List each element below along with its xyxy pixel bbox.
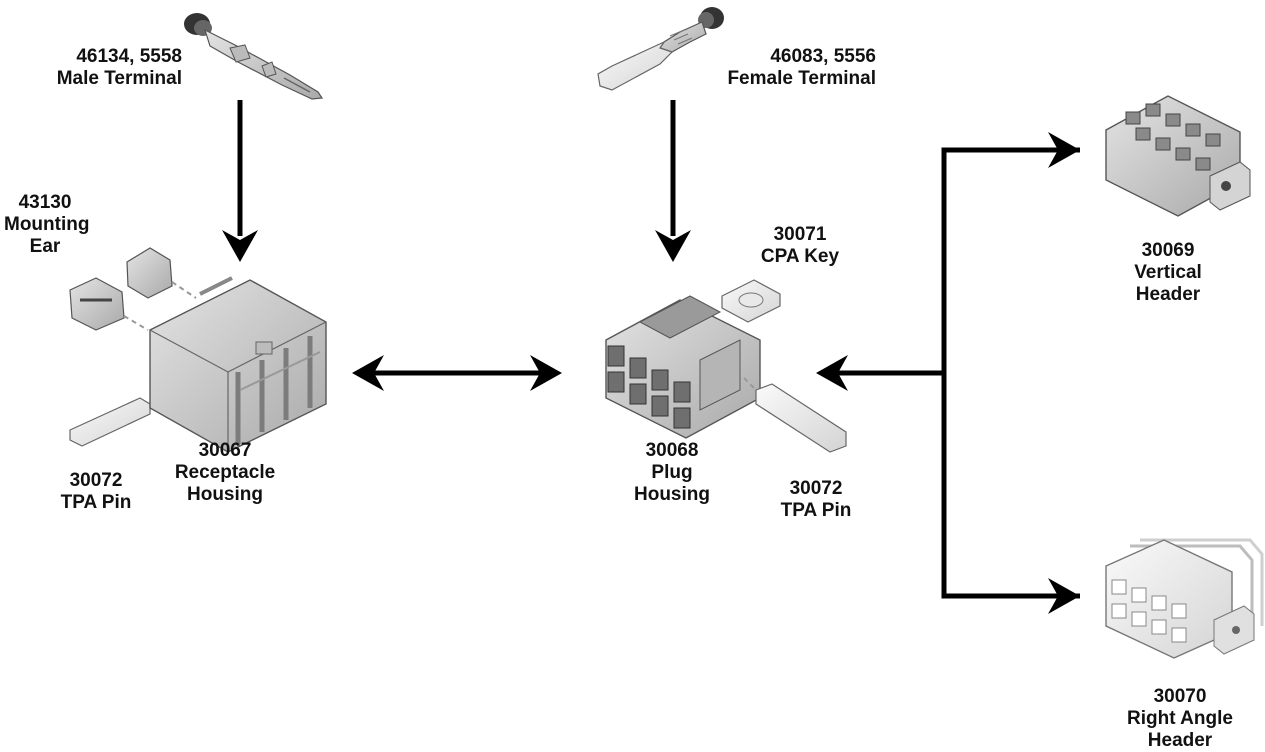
cpa-key-part xyxy=(721,279,781,323)
male-terminal-name: Male Terminal xyxy=(56,68,182,89)
tpa-pin-left-name: TPA Pin xyxy=(60,492,132,513)
arrow-receptacle-plug-double xyxy=(352,355,562,391)
female-terminal-part-number: 46083, 5556 xyxy=(770,46,876,67)
male-terminal-label: 46134, 5558 Male Terminal xyxy=(20,46,182,90)
right-angle-header-part xyxy=(1105,538,1264,659)
mounting-ear-name-1: Mounting xyxy=(4,214,90,235)
mounting-ear-part xyxy=(69,247,197,331)
mounting-ear-name-2: Ear xyxy=(29,236,61,257)
mounting-ear-label: 43130 Mounting Ear xyxy=(4,192,90,258)
plug-housing-label: 30068 Plug Housing xyxy=(622,440,722,506)
tpa-pin-left-label: 30072 TPA Pin xyxy=(46,470,146,514)
vertical-header-name-1: Vertical xyxy=(1134,262,1202,283)
plug-housing-name-1: Plug xyxy=(651,462,693,483)
arrow-female-to-plug xyxy=(655,100,691,262)
male-terminal-part xyxy=(184,13,324,100)
tpa-pin-right-part xyxy=(743,377,847,453)
tpa-pin-right-label: 30072 TPA Pin xyxy=(766,478,866,522)
right-angle-header-label: 30070 Right Angle Header xyxy=(1110,686,1250,752)
right-angle-header-name-1: Right Angle xyxy=(1127,708,1233,729)
receptacle-housing-name-2: Housing xyxy=(187,484,263,505)
receptacle-housing-label: 30067 Receptacle Housing xyxy=(162,440,288,506)
arrow-male-to-receptacle xyxy=(222,100,258,262)
cpa-key-label: 30071 CPA Key xyxy=(748,224,852,268)
vertical-header-name-2: Header xyxy=(1135,284,1201,305)
right-angle-header-name-2: Header xyxy=(1147,730,1213,751)
receptacle-housing-name-1: Receptacle xyxy=(174,462,276,483)
right-angle-header-part-number: 30070 xyxy=(1153,686,1207,707)
plug-housing-part xyxy=(605,295,761,439)
cpa-key-name: CPA Key xyxy=(760,246,840,267)
vertical-header-label: 30069 Vertical Header xyxy=(1118,240,1218,306)
tpa-pin-right-part-number: 30072 xyxy=(789,478,843,499)
plug-housing-part-number: 30068 xyxy=(645,440,699,461)
male-terminal-part-number: 46134, 5558 xyxy=(76,46,182,67)
receptacle-housing-part-number: 30067 xyxy=(198,440,252,461)
cpa-key-part-number: 30071 xyxy=(773,224,827,245)
vertical-header-part-number: 30069 xyxy=(1141,240,1195,261)
female-terminal-label: 46083, 5556 Female Terminal xyxy=(690,46,876,90)
mounting-ear-part-number: 43130 xyxy=(18,192,72,213)
arrow-headers-to-plug xyxy=(816,132,1080,614)
female-terminal-part xyxy=(597,7,724,91)
female-terminal-name: Female Terminal xyxy=(727,68,876,89)
vertical-header-part xyxy=(1105,95,1251,217)
plug-housing-name-2: Housing xyxy=(634,484,710,505)
tpa-pin-right-name: TPA Pin xyxy=(780,500,852,521)
receptacle-housing-part xyxy=(149,276,327,453)
tpa-pin-left-part-number: 30072 xyxy=(69,470,123,491)
